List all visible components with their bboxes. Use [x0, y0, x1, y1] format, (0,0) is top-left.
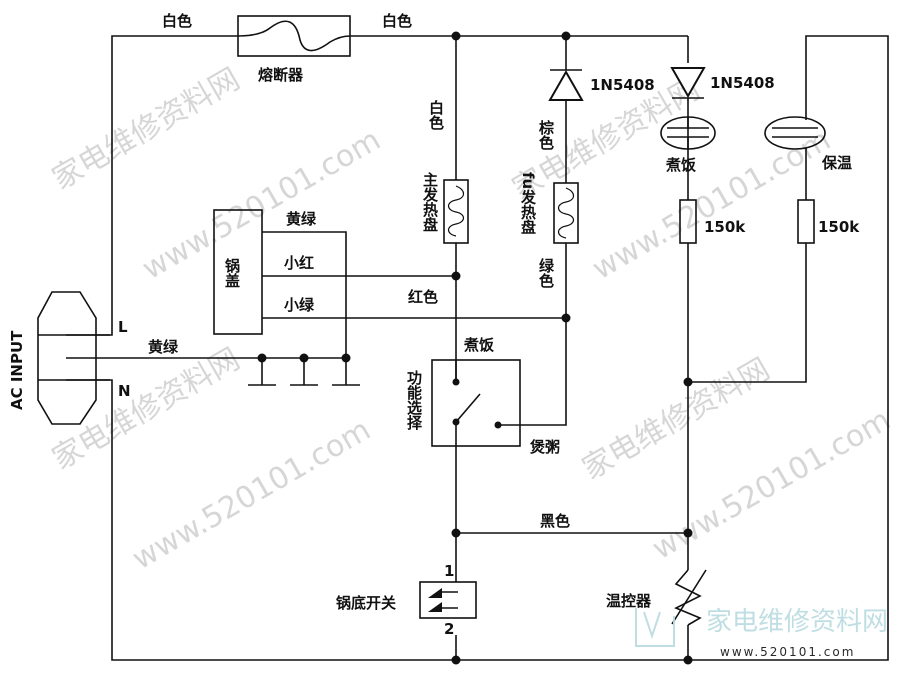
small-red-label: 小红 — [284, 254, 314, 272]
ground-symbols — [248, 358, 360, 386]
thermostat: 温控器 — [606, 569, 707, 626]
brown-label: 棕色 — [537, 119, 555, 151]
resistor-1: 150k — [679, 199, 746, 244]
white-vertical-label: 白色 — [427, 99, 445, 131]
watermark-layer: 家电维修资料网 www.520101.com 家电维修资料网 www.52010… — [47, 62, 897, 577]
cook-lamp-label: 煮饭 — [665, 156, 696, 174]
r2-label: 150k — [818, 218, 860, 236]
site-logo: 家电维修资料网 www.520101.com — [635, 607, 888, 659]
diode-2: 1N5408 — [670, 67, 775, 99]
pin1-label: 1 — [444, 562, 454, 580]
wire-warm-return — [688, 243, 807, 383]
wire-n-loop — [66, 35, 889, 661]
ac-input-label: AC INPUT — [8, 330, 26, 410]
small-green-label: 小绿 — [284, 296, 315, 314]
cook-lamp: 煮饭 — [660, 116, 716, 174]
r1-label: 150k — [704, 218, 746, 236]
fuse: 熔断器 — [237, 15, 351, 84]
watermark-cn-1: 家电维修资料网 — [47, 62, 246, 197]
main-heater — [443, 179, 469, 244]
pin2-label: 2 — [444, 620, 454, 638]
green-label: 绿色 — [537, 257, 555, 289]
resistor-2: 150k — [797, 199, 860, 244]
porridge-label: 煲粥 — [530, 438, 560, 456]
junctions — [257, 31, 693, 665]
ac-input-plug: AC INPUT L N 黄绿 — [8, 291, 179, 425]
fu-heater — [553, 182, 579, 244]
function-switch: 煮饭 功能选择 煲粥 — [405, 336, 560, 456]
wire-fu-heater-bottom — [500, 243, 567, 426]
wiring — [66, 35, 889, 661]
diode2-label: 1N5408 — [710, 74, 775, 92]
thermostat-label: 温控器 — [606, 592, 652, 610]
cook-switch-label: 煮饭 — [463, 336, 494, 354]
yellow-green-top-label: 黄绿 — [286, 210, 317, 228]
bottom-switch: 1 2 锅底开关 — [336, 562, 477, 638]
white-left-label: 白色 — [162, 12, 192, 30]
logo-url: www.520101.com — [720, 645, 855, 659]
watermark-cn-2: 家电维修资料网 — [47, 342, 246, 477]
watermark-url-2: www.520101.com — [127, 412, 377, 577]
warm-lamp: 保温 — [764, 116, 852, 172]
diode-1: 1N5408 — [548, 69, 655, 101]
bottom-switch-label: 锅底开关 — [336, 594, 396, 612]
main-heater-label: 主发热盘 — [421, 171, 439, 232]
fu-heater-label: fu发热盘 — [519, 172, 537, 234]
red-label: 红色 — [408, 288, 438, 306]
logo-text: 家电维修资料网 — [706, 607, 888, 637]
white-right-label: 白色 — [382, 12, 412, 30]
n-label: N — [118, 382, 131, 400]
function-select-label: 功能选择 — [405, 370, 423, 431]
diode1-label: 1N5408 — [590, 76, 655, 94]
fuse-label: 熔断器 — [258, 66, 304, 84]
lid-connector: 锅盖 黄绿 小红 小绿 红色 — [213, 209, 438, 335]
yellow-green-left-label: 黄绿 — [148, 338, 179, 356]
watermark-cn-4: 家电维修资料网 — [577, 352, 776, 487]
l-label: L — [118, 318, 128, 336]
warm-lamp-label: 保温 — [821, 154, 852, 172]
lid-label: 锅盖 — [223, 257, 241, 288]
black-label: 黑色 — [540, 512, 570, 530]
